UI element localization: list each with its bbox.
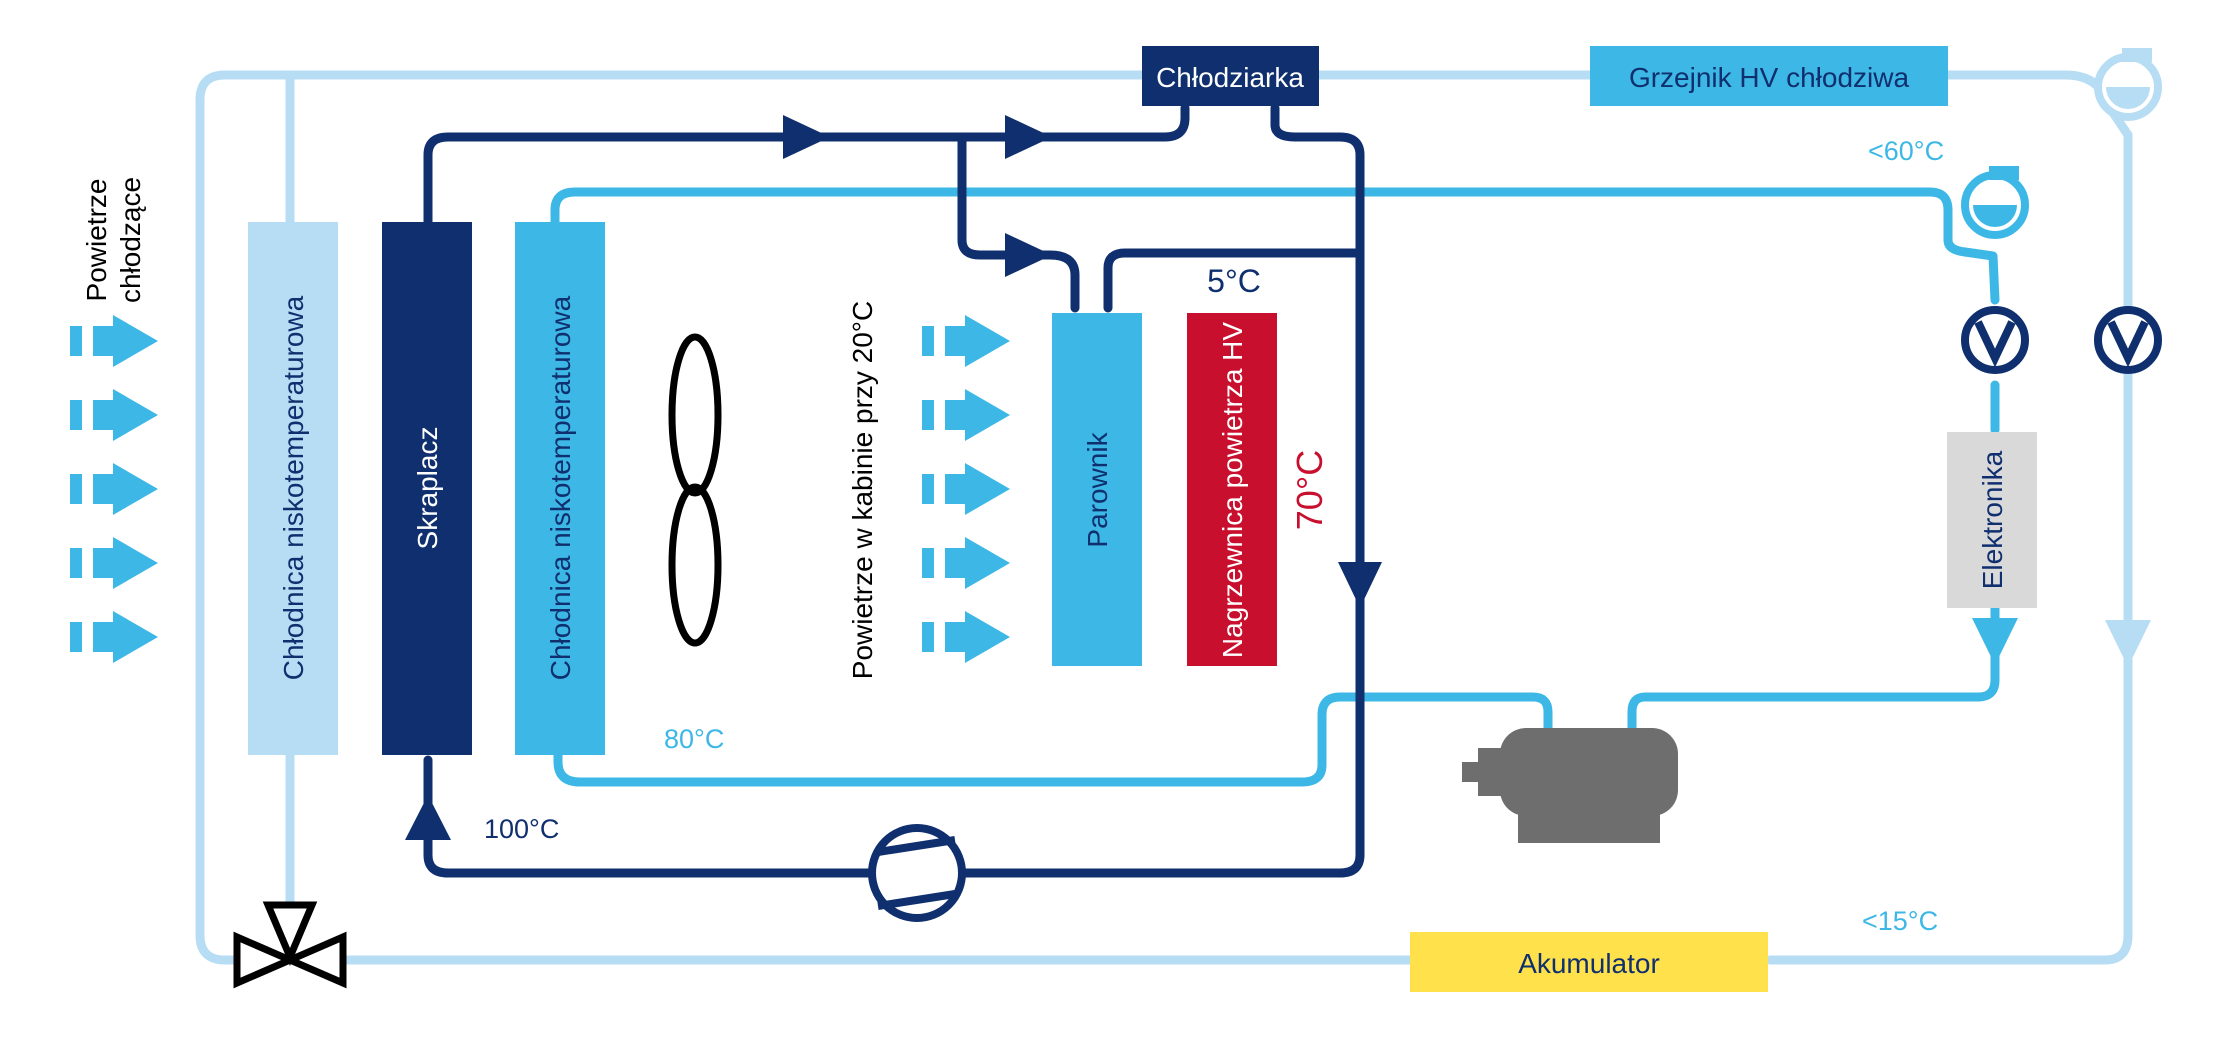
- powietrze-chlodzace-line2: chłodzące: [115, 177, 146, 303]
- powietrze-kabina-label: Powietrze w kabinie przy 20°C: [847, 301, 878, 679]
- airflow-arrows-cabin: [922, 315, 1010, 663]
- airflow-arrow-icon: [70, 389, 158, 441]
- temp-70c: 70°C: [1289, 450, 1330, 530]
- airflow-arrow-icon: [922, 463, 1010, 515]
- flow-arrow-icon: [1005, 115, 1052, 159]
- airflow-arrow-icon: [922, 389, 1010, 441]
- flow-arrow-icon: [1005, 233, 1052, 277]
- chlodnica-mid-label: Chłodnica niskotemperaturowa: [545, 295, 576, 680]
- flow-arrows: [405, 115, 2151, 840]
- pump-icon: [2094, 48, 2162, 121]
- nagrzewnica-label: Nagrzewnica powietrza HV: [1217, 322, 1248, 658]
- airflow-arrow-icon: [922, 537, 1010, 589]
- temp-60c: <60°C: [1868, 136, 1944, 166]
- chlodnica-left-label: Chłodnica niskotemperaturowa: [278, 295, 309, 680]
- chlodnica-left-block: Chłodnica niskotemperaturowa: [248, 222, 338, 755]
- elektronika-block: Elektronika: [1947, 432, 2037, 608]
- airflow-arrow-icon: [922, 315, 1010, 367]
- fan-icon: [668, 333, 722, 647]
- check-valve-icon: [1961, 306, 2029, 374]
- airflow-arrows-outside: [70, 315, 158, 663]
- flow-arrow-icon: [405, 795, 451, 840]
- skraplacz-label: Skraplacz: [412, 427, 443, 550]
- pump-icon: [1961, 166, 2029, 239]
- electric-motor-icon: [1462, 728, 1678, 843]
- airflow-arrow-icon: [70, 537, 158, 589]
- flow-arrow-icon: [1972, 618, 2018, 665]
- parownik-block: Parownik: [1052, 313, 1142, 666]
- chlodnica-mid-block: Chłodnica niskotemperaturowa: [515, 222, 605, 755]
- akumulator-label: Akumulator: [1518, 948, 1660, 979]
- flow-arrow-icon: [2105, 620, 2151, 667]
- mid-temp-coolant-loop: [550, 187, 2000, 787]
- elektronika-label: Elektronika: [1977, 450, 2008, 589]
- three-way-valve-icon: [233, 901, 347, 989]
- airflow-arrow-icon: [70, 315, 158, 367]
- airflow-arrow-icon: [70, 611, 158, 663]
- nagrzewnica-block: Nagrzewnica powietrza HV: [1187, 313, 1277, 666]
- skraplacz-block: Skraplacz: [382, 222, 472, 755]
- chlodziarka-label: Chłodziarka: [1156, 62, 1304, 93]
- chlodziarka-box: Chłodziarka: [1142, 46, 1319, 106]
- flow-arrow-icon: [783, 115, 830, 159]
- temp-100c: 100°C: [484, 814, 559, 844]
- temp-80c: 80°C: [664, 724, 724, 754]
- temp-15c: <15°C: [1862, 906, 1938, 936]
- powietrze-chlodzace-line1: Powietrze: [81, 179, 112, 302]
- flow-arrow-icon: [1338, 562, 1382, 608]
- low-temp-coolant-loop: [195, 70, 2133, 965]
- parownik-label: Parownik: [1082, 431, 1113, 547]
- airflow-arrow-icon: [922, 611, 1010, 663]
- grzejnik-box: Grzejnik HV chłodziwa: [1590, 46, 1948, 106]
- check-valve-icon: [2094, 306, 2162, 374]
- temp-5c: 5°C: [1207, 263, 1261, 299]
- airflow-arrow-icon: [70, 463, 158, 515]
- akumulator-box: Akumulator: [1410, 932, 1768, 992]
- compressor-icon: [868, 824, 966, 922]
- grzejnik-label: Grzejnik HV chłodziwa: [1629, 62, 1910, 93]
